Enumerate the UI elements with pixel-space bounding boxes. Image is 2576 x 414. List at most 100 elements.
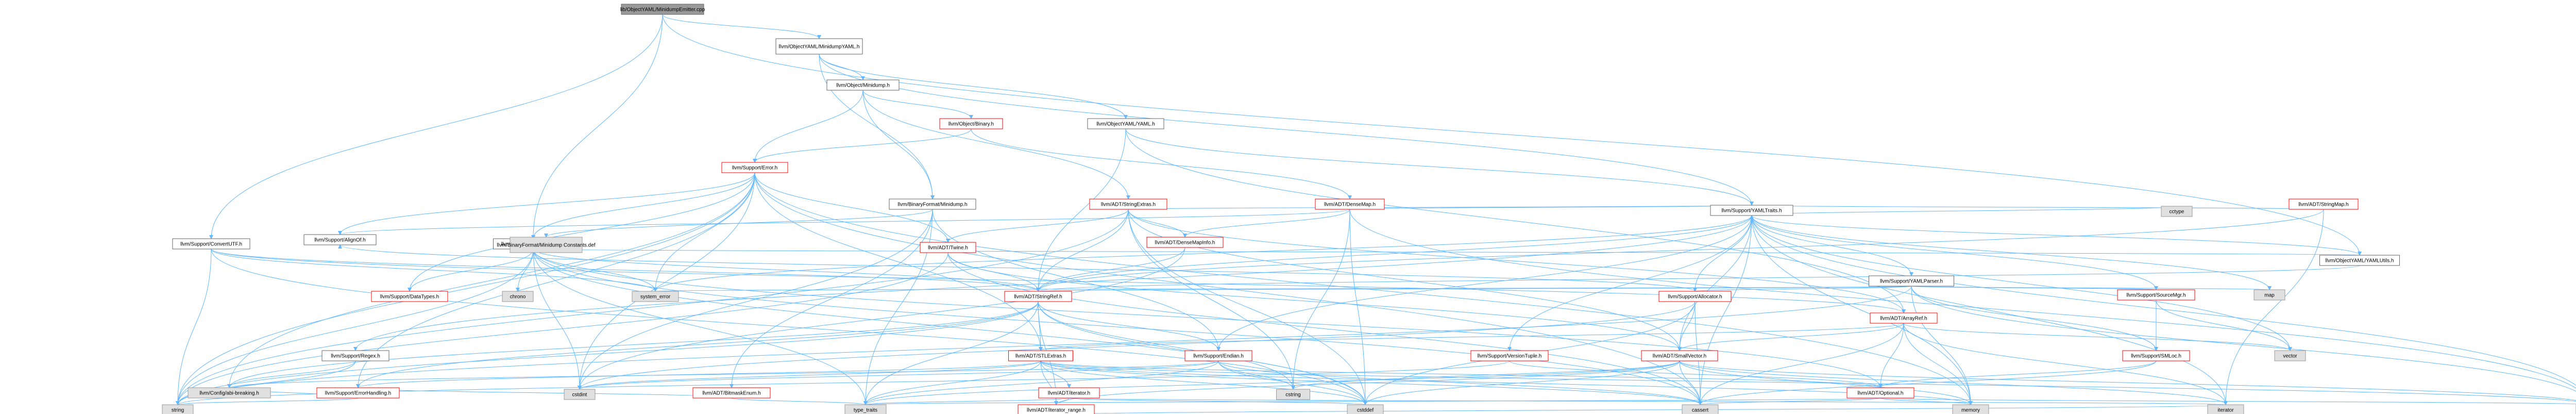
node-arrayref[interactable]: llvm/ADT/ArrayRef.h [1870,312,1938,324]
node-box-stringref [1004,291,1072,302]
node-box-yamltraits [1710,205,1793,216]
edge-yamlparser-to-sourcemgr [1911,286,2158,290]
node-stlextras[interactable]: llvm/ADT/STLExtras.h [1008,350,1073,361]
node-box-vector [2274,350,2306,361]
node-label-map: map [2264,293,2275,299]
node-box-memory [1952,404,1989,414]
node-box-converter [172,238,250,250]
edge-converter-to-stringref [211,249,1040,292]
edge-minidumpyaml-to-objminidump [819,54,865,80]
edge-stringref-to-cstring [1038,301,1295,390]
edge-rawostream-to-typetraits [533,249,868,405]
node-twine[interactable]: llvm/ADT/Twine.h [920,242,976,253]
edge-objminidump-to-stringextras [862,90,1130,200]
node-alignof[interactable]: llvm/Support/AlignOf.h [303,234,377,245]
node-optional[interactable]: llvm/ADT/Optional.h [1846,387,1914,399]
node-systemerror: system_error [632,291,679,302]
edge-stringextras-to-twine [946,209,1129,243]
edge-smallvector-to-typetraits [863,360,1680,405]
node-objyaml[interactable]: llvm/ObjectYAML/YAML.h [1087,118,1164,129]
node-densemapinfo[interactable]: llvm/ADT/DenseMapInfo.h [1146,237,1224,248]
node-label-objyaml: llvm/ObjectYAML/YAML.h [1096,122,1155,127]
node-yamlparser[interactable]: llvm/Support/YAMLParser.h [1869,275,1954,287]
node-regex[interactable]: llvm/Support/Regex.h [321,350,389,361]
edge-yamltraits-to-sourcemgr [1751,215,2158,290]
edge-densemap-to-cstddef [1349,209,1367,405]
edge-endian-to-cassert [1218,360,1702,405]
node-iterator[interactable]: llvm/ADT/iterator.h [1038,387,1100,399]
edge-stringextras-to-densemapinfo [1128,209,1187,238]
node-converter[interactable]: llvm/Support/ConvertUTF.h [172,238,250,250]
edge-smloc-to-optional [1878,360,2157,388]
node-chrono: chrono [502,291,534,302]
node-label-yamlutils: llvm/ObjectYAML/YAMLUtils.h [2326,258,2394,264]
edge-iteratorrange-to-iterator_std [1065,404,2227,414]
node-box-optional [1846,387,1914,399]
node-supporterror[interactable]: llvm/Support/Error.h [721,162,788,173]
edge-stringref-to-compilerbreaking [227,301,1039,388]
node-label-densemap: llvm/ADT/DenseMap.h [1324,202,1376,208]
node-cstring: cstring [1276,389,1310,400]
node-bitmaskenum[interactable]: llvm/ADT/BitmaskEnum.h [692,387,771,399]
edge-layer [176,14,2576,414]
node-iteratorrange[interactable]: llvm/ADT/iterator_range.h [1018,404,1095,414]
node-label-cctype: cctype [2170,209,2184,215]
node-minidumpyaml[interactable]: llvm/ObjectYAML/MinidumpYAML.h [775,38,863,55]
node-compilerbreaking: llvm/Config/abi-breaking.h [188,387,271,399]
node-endian[interactable]: llvm/Support/Endian.h [1184,350,1252,361]
edge-stlextras-to-typetraits [863,360,1041,405]
node-box-cctype [2161,206,2193,217]
node-binfmtminidump[interactable]: llvm/BinaryFormat/Minidump.h [889,198,976,210]
edge-stringextras-to-smallvector [1128,209,1682,351]
node-label-iteratorrange: llvm/ADT/iterator_range.h [1027,408,1086,413]
edge-supporterror-to-datatypes [408,172,755,292]
node-box-string [162,404,194,414]
node-box-systemerror [632,291,679,302]
node-label-binfmtminidump: llvm/BinaryFormat/Minidump.h [897,202,967,208]
node-densemap[interactable]: llvm/ADT/DenseMap.h [1315,198,1385,210]
node-allocator[interactable]: llvm/Support/Allocator.h [1658,291,1732,302]
edge-yamlutils-to-yamltraits [1750,215,2360,256]
node-stringmap[interactable]: llvm/ADT/StringMap.h [2289,198,2359,210]
edge-stlextras-to-iterator [1040,360,1071,388]
edge-densemapinfo-to-cstdint [578,247,1185,390]
node-versiontuple[interactable]: llvm/Support/VersionTuple.h [1470,350,1549,361]
node-label-endian: llvm/Support/Endian.h [1193,354,1244,359]
edge-arrayref-to-cassert [1698,323,1904,405]
edge-twine-to-smallvector [947,252,1682,351]
edge-bitmaskenum-to-errorhandling [356,387,732,399]
node-smloc[interactable]: llvm/Support/SMLoc.h [2122,350,2190,361]
node-label-minidumpyaml: llvm/ObjectYAML/MinidumpYAML.h [779,44,860,50]
edge-supporterror-to-twine [754,172,950,243]
edge-yamltraits-to-cassert [1698,215,1752,405]
node-box-bitmaskenum [692,387,771,399]
edge-rawostream-to-stringref [533,249,1040,292]
edge-yamltraits-to-smallvector [1677,215,1752,351]
node-label-yamlparser: llvm/Support/YAMLParser.h [1880,279,1943,285]
node-box-chrono [502,291,534,302]
edge-iterator-to-typetraits [863,398,1070,405]
node-label-cstddef: cstddef [1357,408,1374,413]
node-objbinary[interactable]: llvm/Object/Binary.h [939,118,1003,129]
edge-converter-to-systemerror [211,249,657,292]
edge-minidumpyaml-to-binfmtminidump [819,54,935,200]
edge-endian-to-compilerbreaking [227,360,1219,388]
node-stringref[interactable]: llvm/ADT/StringRef.h [1004,291,1072,302]
node-stringextras[interactable]: llvm/ADT/StringExtras.h [1089,198,1167,210]
node-objminidump[interactable]: llvm/Object/Minidump.h [826,79,900,91]
node-smallvector[interactable]: llvm/ADT/SmallVector.h [1641,350,1718,361]
node-label-stringref: llvm/ADT/StringRef.h [1014,294,1062,300]
edge-endian-to-cstdint [578,360,1219,390]
node-yamltraits[interactable]: llvm/Support/YAMLTraits.h [1710,205,1793,216]
edge-supporterror-to-cstdint [578,172,755,390]
node-errorhandling[interactable]: llvm/Support/ErrorHandling.h [316,387,400,399]
node-yamlutils[interactable]: llvm/ObjectYAML/YAMLUtils.h [2319,255,2400,266]
edge-smallvector-to-cstddef [1363,360,1680,405]
node-typetraits: type_traits [844,404,887,414]
edge-densemapinfo-to-stringref [1036,247,1185,292]
node-sourcemgr[interactable]: llvm/Support/SourceMgr.h [2117,289,2195,301]
node-cstddef: cstddef [1347,404,1384,414]
edge-densemap-to-alignof [338,209,1350,235]
node-datatypes[interactable]: llvm/Support/DataTypes.h [371,291,448,302]
node-label-typetraits: type_traits [854,408,877,413]
